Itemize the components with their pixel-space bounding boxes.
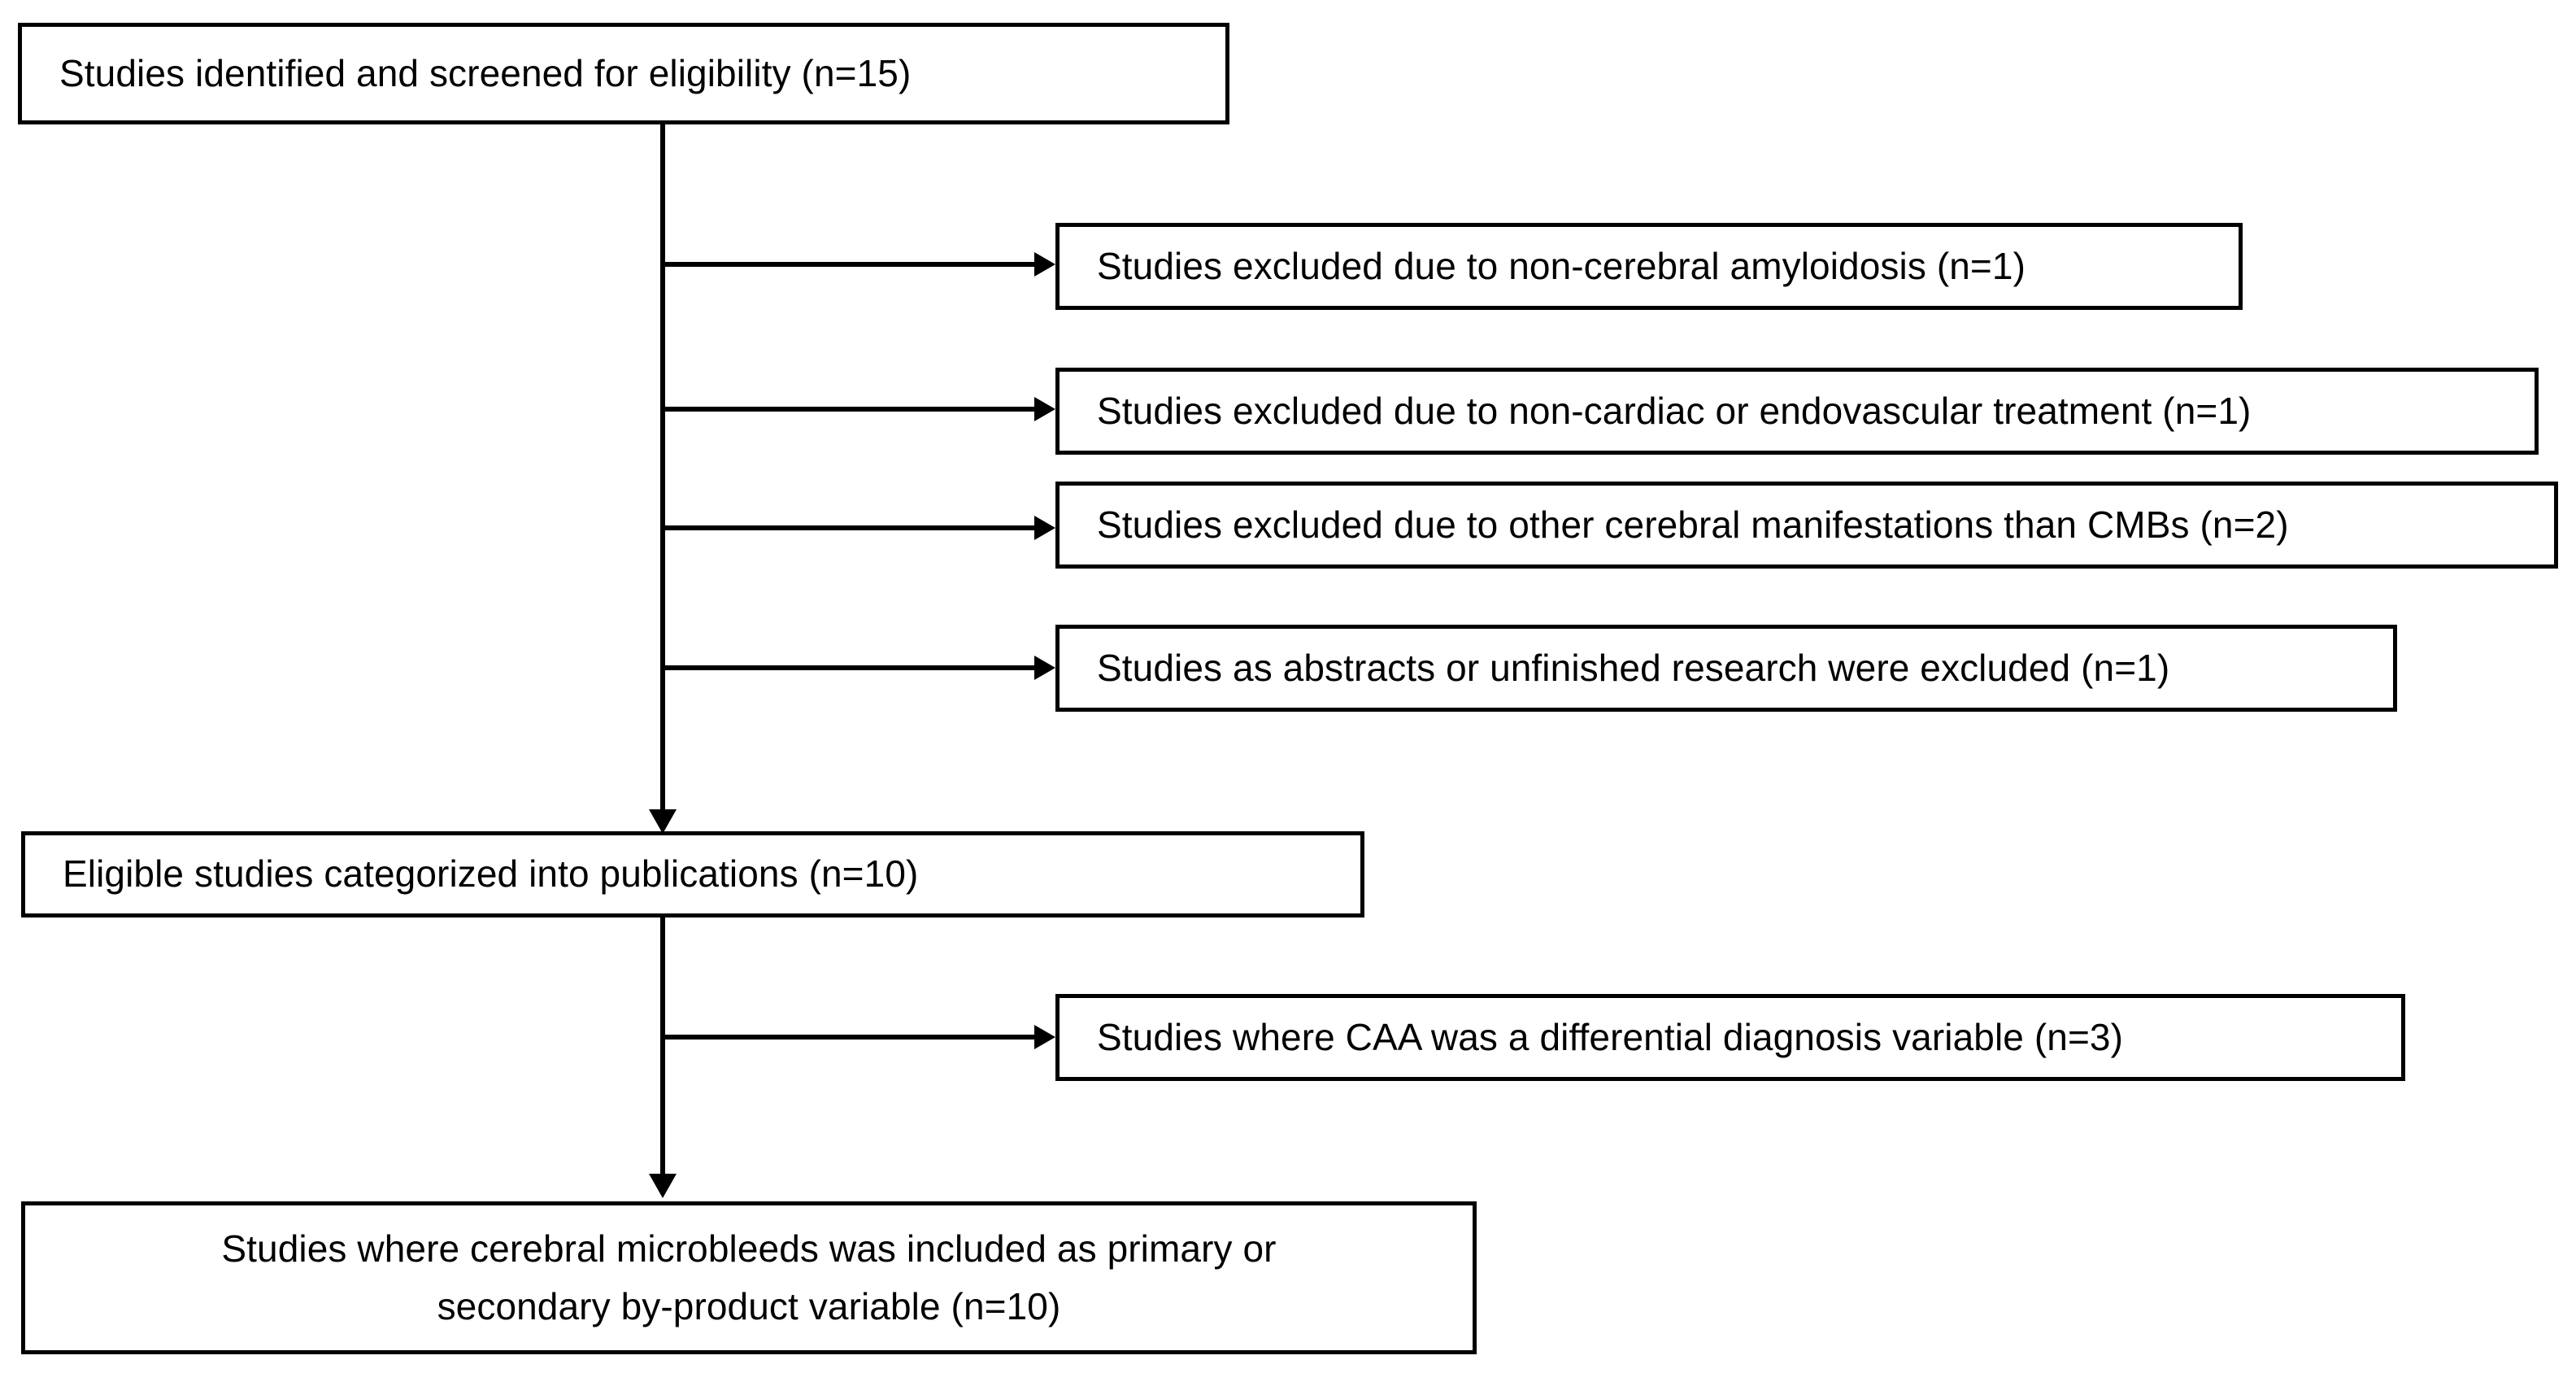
node-label-excluded-abstracts: Studies as abstracts or unfinished resea…	[1097, 646, 2170, 689]
node-eligible-studies: Eligible studies categorized into public…	[21, 831, 1364, 918]
arrowhead-amyloidosis	[1034, 252, 1055, 277]
node-label-excluded-noncardiac: Studies excluded due to non-cardiac or e…	[1097, 389, 2252, 432]
node-label-eligible-studies: Eligible studies categorized into public…	[63, 852, 919, 896]
node-included-studies: Studies where cerebral microbleeds was i…	[21, 1201, 1477, 1354]
node-excluded-abstracts: Studies as abstracts or unfinished resea…	[1055, 625, 2397, 712]
connector-branch-caa	[660, 1035, 1036, 1040]
arrowhead-caa	[1034, 1025, 1055, 1049]
connector-branch-noncardiac	[660, 407, 1036, 412]
node-excluded-noncardiac: Studies excluded due to non-cardiac or e…	[1055, 368, 2539, 455]
arrowhead-to-eligible	[649, 809, 677, 834]
arrowhead-to-included	[649, 1174, 677, 1198]
arrowhead-abstracts	[1034, 656, 1055, 680]
node-label-included-studies: Studies where cerebral microbleeds was i…	[221, 1227, 1277, 1327]
node-excluded-amyloidosis: Studies excluded due to non-cerebral amy…	[1055, 223, 2243, 310]
node-label-excluded-other-manifestations: Studies excluded due to other cerebral m…	[1097, 503, 2289, 546]
node-label-excluded-caa: Studies where CAA was a differential dia…	[1097, 1015, 2124, 1058]
node-label-excluded-amyloidosis: Studies excluded due to non-cerebral amy…	[1097, 244, 2026, 287]
arrowhead-noncardiac	[1034, 397, 1055, 421]
connector-branch-abstracts	[660, 665, 1036, 670]
connector-main-spine-lower	[660, 917, 665, 1179]
node-studies-identified: Studies identified and screened for elig…	[18, 23, 1229, 124]
node-label-studies-identified: Studies identified and screened for elig…	[59, 51, 912, 94]
node-excluded-caa: Studies where CAA was a differential dia…	[1055, 994, 2405, 1081]
connector-main-spine-upper	[660, 124, 665, 817]
connector-branch-other-manifestations	[660, 525, 1036, 530]
arrowhead-other-manifestations	[1034, 516, 1055, 540]
node-excluded-other-manifestations: Studies excluded due to other cerebral m…	[1055, 482, 2558, 569]
connector-branch-amyloidosis	[660, 262, 1036, 267]
